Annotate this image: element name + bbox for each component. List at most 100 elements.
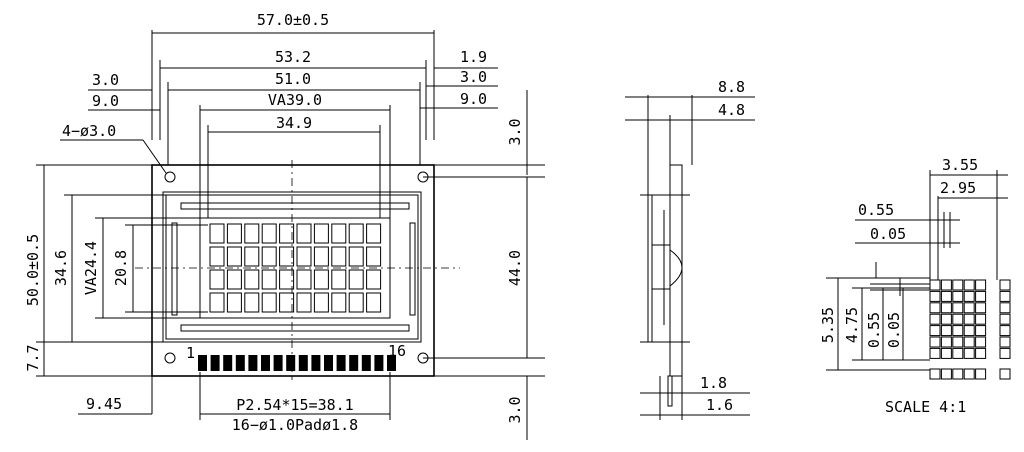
- dot: [952, 347, 964, 359]
- dim-1-6: 1.6: [706, 396, 733, 414]
- left-bar: [171, 222, 178, 316]
- character-grid: [209, 223, 382, 313]
- side-bump: [669, 249, 683, 287]
- cursor-dot: [929, 368, 941, 380]
- pcb-outline: [151, 164, 435, 377]
- dot-next: [999, 325, 1011, 337]
- char-cell: [296, 292, 312, 313]
- dot: [975, 313, 987, 325]
- pin: [273, 355, 283, 371]
- dot: [929, 325, 941, 337]
- dot: [975, 336, 987, 348]
- dot: [940, 290, 952, 302]
- char-cell: [296, 269, 312, 290]
- dim-va-39: VA39.0: [268, 91, 322, 109]
- char-cell: [244, 246, 260, 267]
- cursor-dot: [963, 368, 975, 380]
- char-cell: [244, 223, 260, 244]
- pin: [248, 355, 258, 371]
- char-cell: [209, 223, 225, 244]
- mount-hole-bl: [164, 352, 176, 364]
- dot: [952, 313, 964, 325]
- pin-16-label: 16: [388, 342, 406, 360]
- right-bar: [409, 222, 416, 316]
- char-cell: [279, 269, 295, 290]
- cursor-dot: [952, 368, 964, 380]
- dot: [963, 279, 975, 291]
- dot-next: [999, 279, 1011, 291]
- dot-next: [999, 302, 1011, 314]
- dot: [952, 302, 964, 314]
- dim-pitch: P2.54*15=38.1: [236, 396, 353, 414]
- char-cell: [331, 223, 347, 244]
- cursor-dot: [975, 368, 987, 380]
- pin: [349, 355, 359, 371]
- char-cell: [244, 269, 260, 290]
- bezel-inner: [165, 194, 419, 340]
- dot-next: [999, 347, 1011, 359]
- pin-row: [198, 355, 396, 371]
- dot: [929, 336, 941, 348]
- pin: [311, 355, 321, 371]
- char-cell: [209, 292, 225, 313]
- dot: [929, 279, 941, 291]
- char-cell: [261, 292, 277, 313]
- dim-34-6: 34.6: [52, 250, 70, 286]
- dim-34-9: 34.9: [276, 114, 312, 132]
- cursor-dot: [940, 368, 952, 380]
- side-lcd: [651, 194, 671, 343]
- dot: [940, 325, 952, 337]
- dim-0-05-side: 0.05: [885, 312, 903, 348]
- char-cell: [226, 246, 242, 267]
- char-cell: [296, 223, 312, 244]
- char-cell: [366, 246, 382, 267]
- dim-right-9: 9.0: [460, 90, 487, 108]
- char-cell: [279, 246, 295, 267]
- dim-9-45: 9.45: [86, 395, 122, 413]
- dim-1-8: 1.8: [700, 374, 727, 392]
- pin-1-label: 1: [186, 344, 195, 362]
- char-cell: [366, 223, 382, 244]
- dim-left-9: 9.0: [92, 92, 119, 110]
- dot: [940, 336, 952, 348]
- char-cell: [296, 246, 312, 267]
- dim-total-height: 50.0±0.5: [24, 234, 42, 306]
- char-cell: [209, 246, 225, 267]
- char-cell: [313, 246, 329, 267]
- dim-0-55-side: 0.55: [865, 312, 883, 348]
- pin: [198, 355, 207, 371]
- pin: [361, 355, 371, 371]
- dim-4-75: 4.75: [843, 307, 861, 343]
- dim-44: 44.0: [506, 250, 524, 286]
- dot: [929, 347, 941, 359]
- char-cell: [313, 292, 329, 313]
- side-pcb: [669, 164, 683, 377]
- dim-3-55: 3.55: [942, 156, 978, 174]
- char-cell: [209, 269, 225, 290]
- dim-53-2: 53.2: [275, 48, 311, 66]
- char-cell: [226, 223, 242, 244]
- char-cell: [348, 223, 364, 244]
- pin: [387, 355, 396, 371]
- dot: [929, 290, 941, 302]
- char-cell: [244, 292, 260, 313]
- bottom-bar: [180, 324, 410, 332]
- char-cell: [348, 246, 364, 267]
- pin: [286, 355, 296, 371]
- dot: [975, 325, 987, 337]
- dot: [929, 302, 941, 314]
- dot: [952, 279, 964, 291]
- dim-20-8: 20.8: [112, 250, 130, 286]
- cursor-dot-next: [999, 368, 1011, 380]
- scale-label: SCALE 4:1: [885, 398, 966, 416]
- char-cell: [226, 292, 242, 313]
- dot-next: [999, 313, 1011, 325]
- dot: [975, 290, 987, 302]
- dot: [940, 302, 952, 314]
- front-view: 57.0±0.5 53.2 51.0 VA39.0 34.9 3.0 9.0 1…: [24, 11, 545, 440]
- pin: [324, 355, 333, 371]
- dim-bottom-3: 3.0: [506, 396, 524, 423]
- detail-view: 3.55 2.95 0.55 0.05 5.35 4.75 0.55 0.05 …: [819, 156, 1011, 416]
